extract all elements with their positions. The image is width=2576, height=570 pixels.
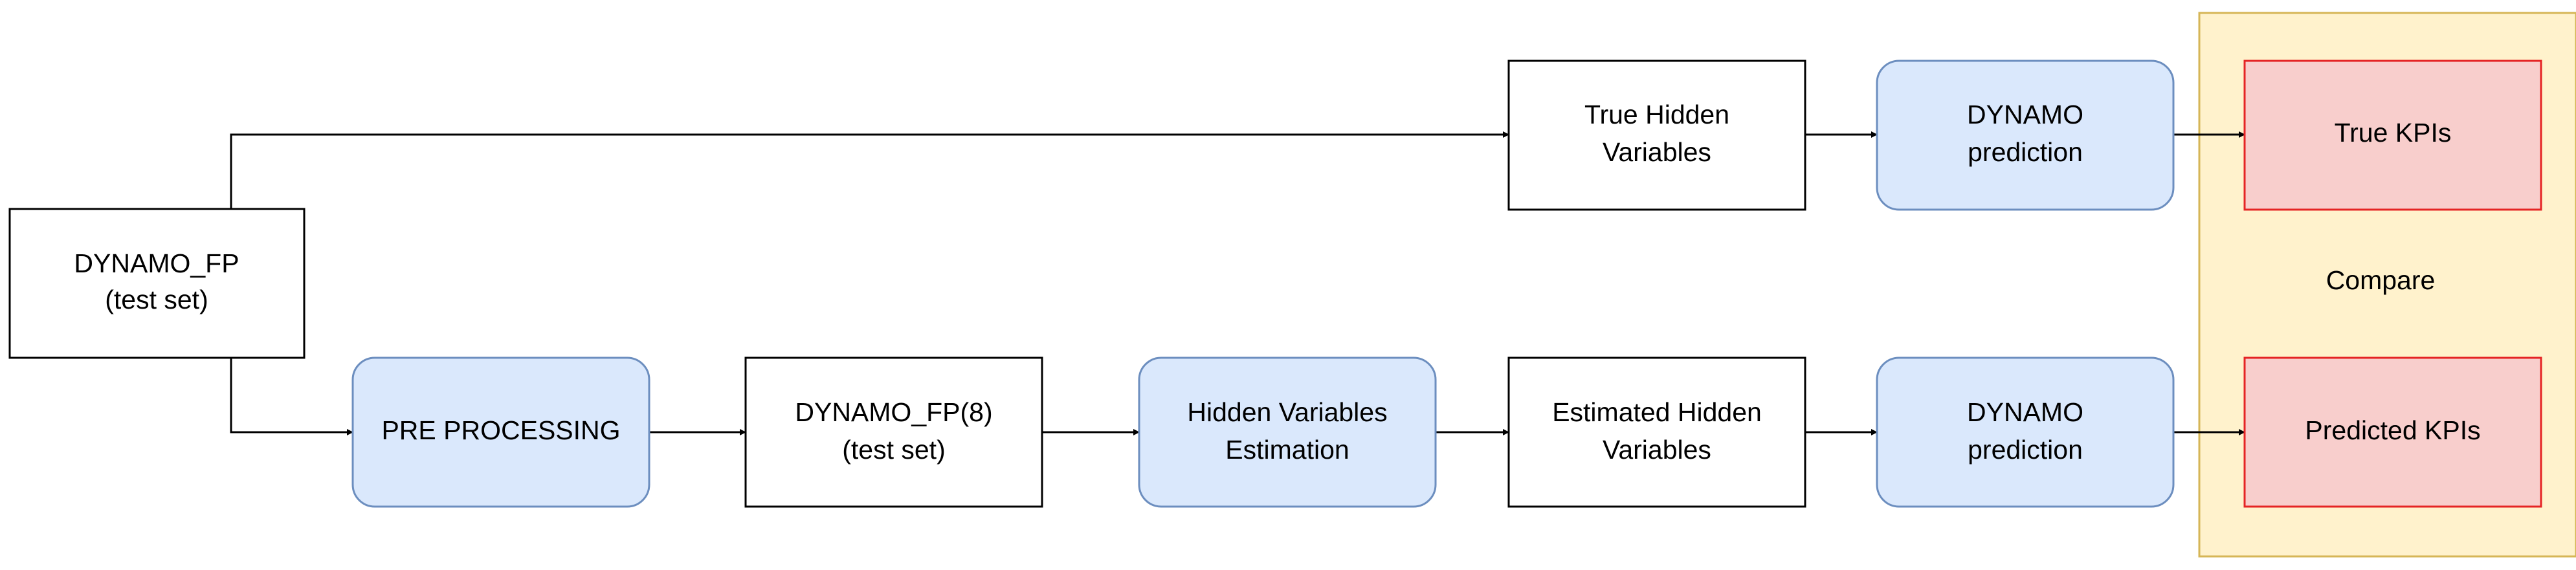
node-dynamo-prediction-bottom: DYNAMO prediction bbox=[1876, 356, 2175, 508]
node-true-hidden-variables-box bbox=[1507, 60, 1806, 211]
node-predicted-kpis-box bbox=[2243, 356, 2542, 508]
node-true-hidden-variables-line2: Variables bbox=[1603, 137, 1711, 167]
connectors bbox=[230, 131, 2245, 435]
node-pre-processing: PRE PROCESSING bbox=[351, 356, 650, 508]
node-true-hidden-variables: True Hidden Variables bbox=[1507, 60, 1806, 211]
node-dynamo-fp-line2: (test set) bbox=[105, 285, 208, 314]
node-dynamo-prediction-top-line2: prediction bbox=[1968, 137, 2083, 167]
node-predicted-kpis-label: Predicted KPIs bbox=[2305, 415, 2480, 445]
node-predicted-kpis: Predicted KPIs bbox=[2243, 356, 2542, 508]
node-dynamo-fp-line1: DYNAMO_FP bbox=[74, 248, 239, 278]
arrow-fp-to-preprocessing bbox=[230, 358, 353, 435]
node-dynamo-prediction-top-box bbox=[1876, 60, 2175, 211]
node-dynamo-fp8-line1: DYNAMO_FP(8) bbox=[795, 397, 992, 427]
node-dynamo-fp8: DYNAMO_FP(8) (test set) bbox=[744, 356, 1043, 508]
node-pre-processing-label: PRE PROCESSING bbox=[381, 415, 620, 445]
node-true-kpis-box bbox=[2243, 60, 2542, 211]
arrow-fp-to-true-hidden bbox=[230, 131, 1509, 209]
node-dynamo-fp8-box bbox=[744, 356, 1043, 508]
node-true-hidden-variables-line1: True Hidden bbox=[1584, 100, 1729, 129]
node-hidden-variables-estimation-line2: Estimation bbox=[1225, 435, 1349, 465]
node-dynamo-prediction-bottom-line1: DYNAMO bbox=[1967, 397, 2083, 427]
node-hidden-variables-estimation: Hidden Variables Estimation bbox=[1138, 356, 1437, 508]
node-hidden-variables-estimation-box bbox=[1138, 356, 1437, 508]
node-estimated-hidden-variables: Estimated Hidden Variables bbox=[1507, 356, 1806, 508]
node-dynamo-prediction-top: DYNAMO prediction bbox=[1876, 60, 2175, 211]
node-dynamo-fp: DYNAMO_FP (test set) bbox=[8, 208, 305, 359]
node-dynamo-prediction-top-line1: DYNAMO bbox=[1967, 100, 2083, 129]
node-dynamo-prediction-bottom-line2: prediction bbox=[1968, 435, 2083, 465]
node-dynamo-fp-box bbox=[8, 208, 305, 359]
node-estimated-hidden-variables-line1: Estimated Hidden bbox=[1552, 397, 1762, 427]
node-hidden-variables-estimation-line1: Hidden Variables bbox=[1187, 397, 1387, 427]
node-dynamo-fp8-line2: (test set) bbox=[842, 435, 945, 465]
node-estimated-hidden-variables-box bbox=[1507, 356, 1806, 508]
node-pre-processing-box bbox=[351, 356, 650, 508]
node-true-kpis: True KPIs bbox=[2243, 60, 2542, 211]
node-true-kpis-label: True KPIs bbox=[2335, 118, 2452, 148]
node-estimated-hidden-variables-line2: Variables bbox=[1603, 435, 1711, 465]
node-dynamo-prediction-bottom-box bbox=[1876, 356, 2175, 508]
compare-label: Compare bbox=[2326, 265, 2436, 295]
